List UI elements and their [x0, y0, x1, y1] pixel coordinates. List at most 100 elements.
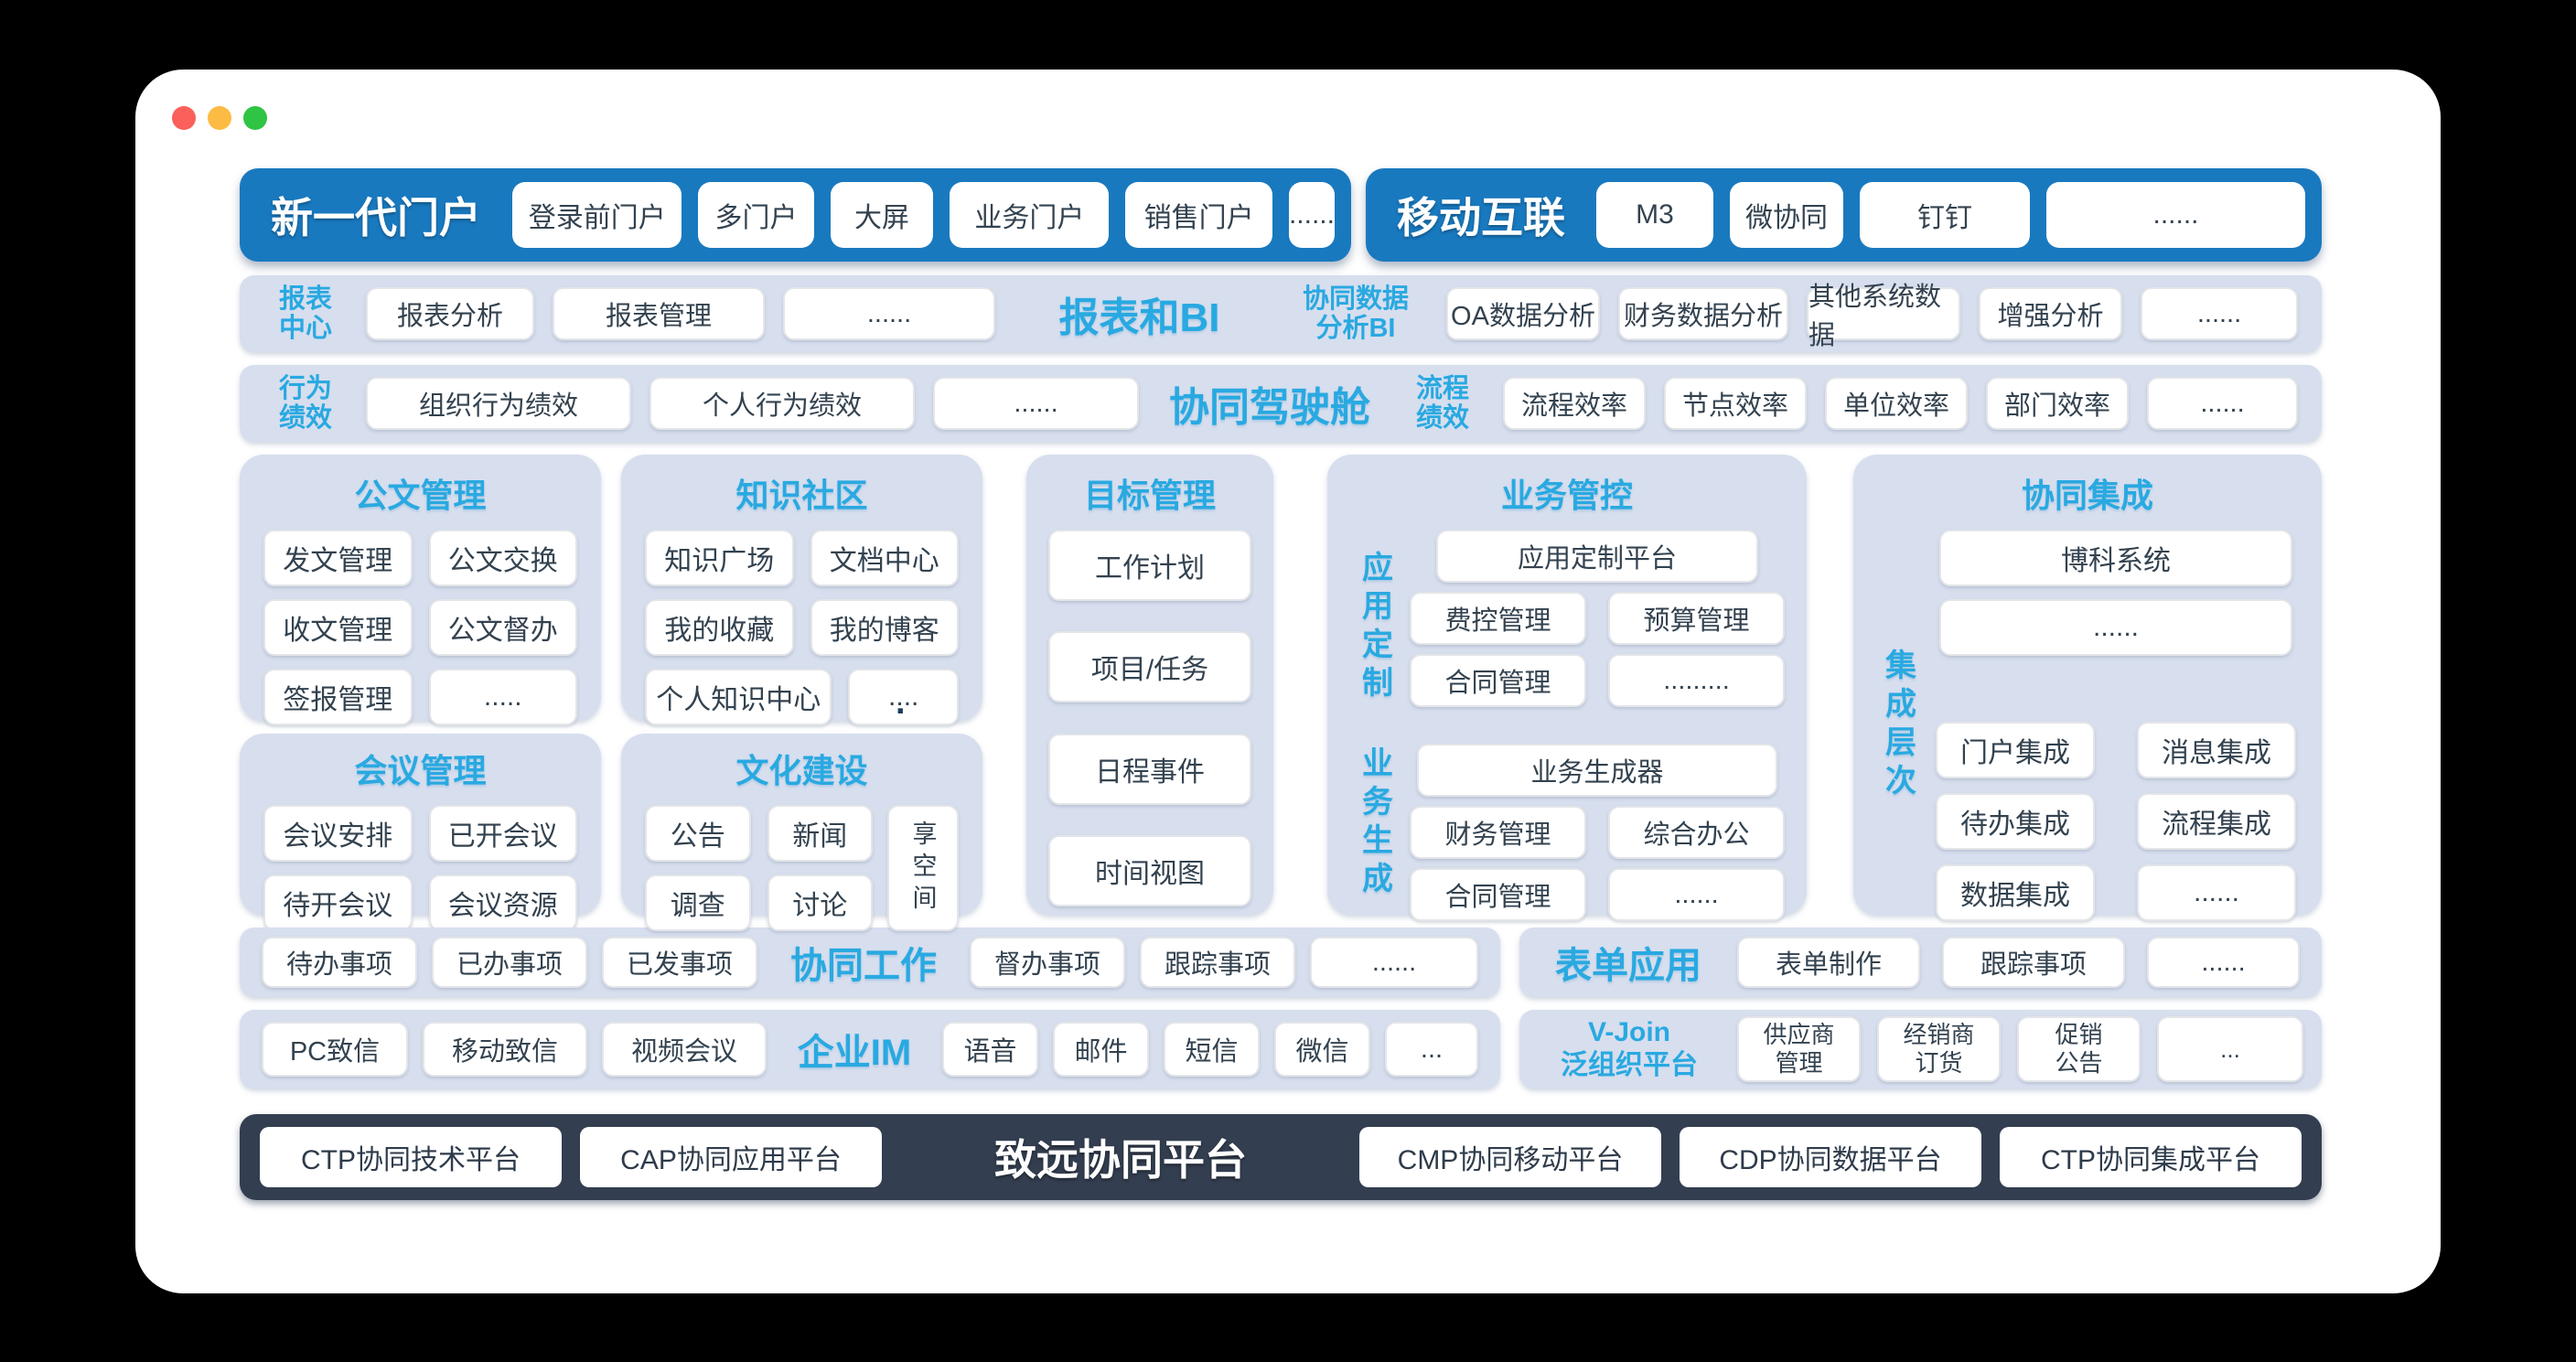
module-chip: 公文交换 [428, 530, 577, 586]
knowledge-block: 知识社区 知识广场 文档中心 我的收藏 我的博客 个人知识中心 [621, 455, 982, 725]
meeting-cells: 会议安排 已开会议 待开会议 会议资源 [263, 805, 577, 931]
module-chip: 财务管理 [1410, 806, 1586, 859]
module-chip: 博科系统 [1939, 530, 2292, 586]
platform-chip: CMP协同移动平台 [1359, 1127, 1661, 1187]
official-doc-cells: 发文管理 公文交换 收文管理 公文督办 签报管理 ..... [263, 530, 577, 725]
knowledge-title: 知识社区 [735, 477, 868, 514]
bi-chip: 其他系统数据 [1807, 283, 1960, 350]
bi-chip-ellipsis: ...... [2141, 287, 2298, 340]
module-chip: 业务生成器 [1417, 744, 1777, 797]
module-chip: 合同管理 [1410, 654, 1586, 707]
business-gen-group: 业务生成器 财务管理 综合办公 合同管理 ...... [1410, 744, 1785, 921]
vjoin-chip: 供应商 管理 [1737, 1016, 1861, 1082]
module-chip: 门户集成 [1936, 722, 2095, 778]
cockpit-chip: 个人行为绩效 [649, 377, 915, 430]
bi-chip: 报表分析 [366, 287, 534, 340]
module-chip: 会议资源 [428, 874, 577, 931]
bi-chip-ellipsis: ...... [783, 287, 995, 340]
window-close-button [172, 106, 196, 130]
mobile-chip: M3 [1596, 182, 1713, 248]
module-chip: 流程集成 [2137, 793, 2296, 850]
app-custom-group: 应用定制平台 费控管理 预算管理 合同管理 ......... [1410, 530, 1785, 707]
share-space-chip: 享空间 [887, 805, 959, 931]
platform-chip: CTP协同集成平台 [2000, 1127, 2302, 1187]
platform-chip: CTP协同技术平台 [260, 1127, 562, 1187]
bi-strip: 报表 中心 报表分析 报表管理 ...... 报表和BI 协同数据 分析BI O… [240, 275, 2322, 352]
module-chip: 日程事件 [1048, 733, 1251, 805]
module-chip: 公文督办 [428, 599, 577, 656]
work-form-row: 待办事项 已办事项 已发事项 协同工作 督办事项 跟踪事项 ...... 表单应… [240, 928, 2322, 1010]
cockpit-chip: 节点效率 [1664, 377, 1807, 430]
integration-levels-label-wrap: 集成层次 [1875, 530, 1921, 921]
meeting-title: 会议管理 [354, 752, 487, 789]
work-chip: 已发事项 [602, 937, 757, 988]
form-chip: 表单制作 [1737, 937, 1920, 988]
module-chip-ellipsis: .... [848, 669, 959, 725]
portal-bar: 新一代门户 登录前门户 多门户 大屏 业务门户 销售门户 ...... [240, 168, 1351, 262]
business-control-title: 业务管控 [1500, 477, 1633, 514]
module-chip-ellipsis: ...... [1939, 599, 2292, 656]
goal-block: 目标管理 工作计划 项目/任务 日程事件 时间视图 [1026, 455, 1273, 915]
cockpit-chip: 流程效率 [1503, 377, 1646, 430]
mobile-chip: 钉钉 [1860, 182, 2030, 248]
bi-chip: 财务数据分析 [1618, 287, 1788, 340]
behavior-perf-label: 行为 绩效 [278, 373, 332, 433]
portal-chip: 大屏 [830, 182, 934, 248]
window-zoom-button [243, 106, 267, 130]
module-chip: 项目/任务 [1048, 631, 1251, 703]
form-app-strip: 表单应用 表单制作 跟踪事项 ...... [1519, 928, 2322, 997]
work-chip: 待办事项 [262, 937, 417, 988]
module-chip: 数据集成 [1936, 864, 2095, 921]
module-chip: 工作计划 [1048, 530, 1251, 601]
work-chip: 督办事项 [970, 937, 1125, 988]
mobile-bar: 移动互联 M3 微协同 钉钉 ...... [1366, 168, 2322, 262]
collab-work-strip: 待办事项 已办事项 已发事项 协同工作 督办事项 跟踪事项 ...... [240, 928, 1500, 997]
module-chip: 我的博客 [810, 599, 959, 656]
im-chip: 语音 [942, 1022, 1038, 1077]
goal-title: 目标管理 [1083, 477, 1216, 514]
bi-chip: 增强分析 [1979, 287, 2122, 340]
module-chip: 发文管理 [263, 530, 413, 586]
mobile-chip-ellipsis: ...... [2046, 182, 2305, 248]
portal-chip-ellipsis: ...... [1288, 182, 1335, 248]
im-chip-ellipsis: ... [1385, 1022, 1478, 1077]
module-chip-ellipsis: ...... [2137, 864, 2296, 921]
module-chip-ellipsis: ..... [428, 669, 577, 725]
module-chip: 消息集成 [2137, 722, 2296, 778]
im-chip: 短信 [1164, 1022, 1260, 1077]
window-minimize-button [208, 106, 231, 130]
cockpit-chip-ellipsis: ...... [933, 377, 1139, 430]
business-control-block: 业务管控 应用定制 业务生成 应用定制平台 费控管理 预算管理 [1327, 455, 1807, 921]
vjoin-chip-ellipsis: ... [2157, 1016, 2303, 1082]
knowledge-cells: 知识广场 文档中心 我的收藏 我的博客 个人知识中心 .... [645, 530, 959, 725]
meeting-block: 会议管理 会议安排 已开会议 待开会议 会议资源 [240, 734, 601, 931]
business-control-cells: 应用定制平台 费控管理 预算管理 合同管理 ......... [1410, 530, 1785, 921]
goal-cells: 工作计划 项目/任务 日程事件 时间视图 [1048, 530, 1251, 906]
im-chip: PC致信 [262, 1022, 408, 1077]
vjoin-title: V-Join 泛组织平台 [1561, 1017, 1698, 1080]
process-perf-label: 流程 绩效 [1415, 373, 1469, 433]
integration-levels-label: 集成层次 [1880, 649, 1916, 802]
vjoin-chip: 经销商 订货 [1877, 1016, 2001, 1082]
module-chip-ellipsis: ......... [1608, 654, 1785, 707]
module-chip: 讨论 [767, 874, 873, 931]
platform-chip: CAP协同应用平台 [580, 1127, 882, 1187]
culture-block: 文化建设 公告 新闻 调查 讨论 [621, 734, 982, 931]
portal-bar-title: 新一代门户 [271, 194, 481, 241]
window-controls [172, 106, 267, 130]
vjoin-strip: V-Join 泛组织平台 供应商 管理 经销商 订货 促销 公告 ... [1519, 1010, 2322, 1089]
module-chip: 待开会议 [263, 874, 413, 931]
app-custom-label: 应用定制 [1357, 551, 1392, 704]
module-chip: 时间视图 [1048, 834, 1251, 906]
browser-window-card: 新一代门户 登录前门户 多门户 大屏 业务门户 销售门户 ...... 移动互联… [135, 70, 2441, 1293]
cockpit-chip-ellipsis: ...... [2147, 377, 2298, 430]
column-b: 知识社区 知识广场 文档中心 我的收藏 我的博客 个人知识中心 [621, 455, 982, 931]
module-chip: 待办集成 [1936, 793, 2095, 850]
module-chip: 综合办公 [1608, 806, 1785, 859]
module-chip: 公告 [645, 805, 751, 862]
module-chip: 收文管理 [263, 599, 413, 656]
integration-block: 协同集成 集成层次 博科系统 ...... 门户集成 消息集成 待办集成 [1853, 455, 2322, 921]
top-bars: 新一代门户 登录前门户 多门户 大屏 业务门户 销售门户 ...... 移动互联… [240, 168, 2322, 262]
module-chip: 签报管理 [263, 669, 413, 725]
